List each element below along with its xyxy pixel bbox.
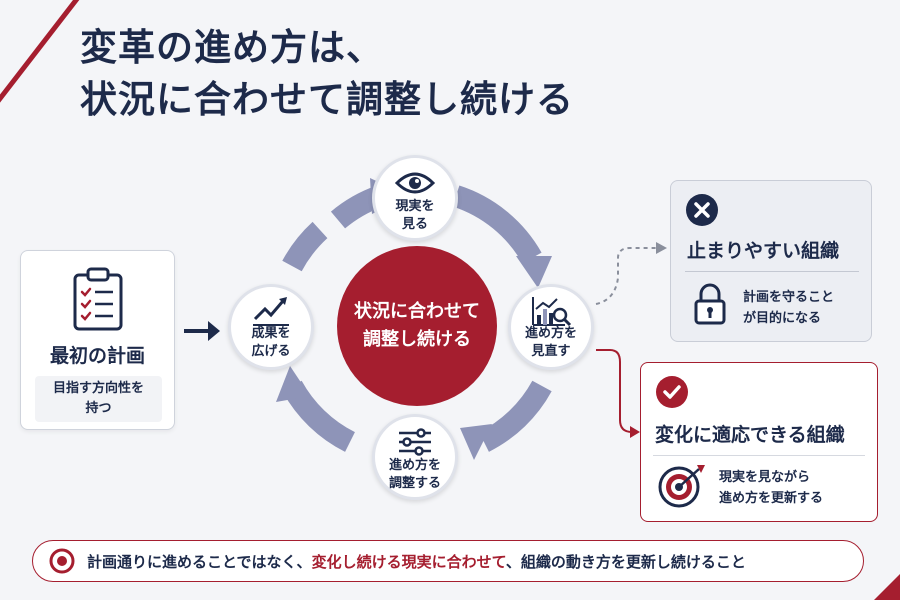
center-circle: 状況に合わせて 調整し続ける bbox=[337, 246, 497, 406]
initial-plan-heading: 最初の計画 bbox=[49, 345, 145, 367]
clipboard-checklist-icon bbox=[71, 267, 125, 335]
node-left-line-1: 成果を bbox=[251, 326, 291, 341]
footer-text-part-1: 計画通りに進めることではなく、 bbox=[87, 552, 312, 571]
initial-plan-description: 目指す方向性を 持つ bbox=[35, 376, 162, 422]
page-title: 変革の進め方は、 状況に合わせて調整し続ける bbox=[80, 22, 574, 126]
sliders-icon bbox=[395, 427, 435, 457]
stuck-organization-description-line-2: が目的になる bbox=[743, 311, 822, 326]
trend-chart-icon bbox=[249, 295, 293, 326]
footer-summary: 計画通りに進めることではなく、変化し続ける現実に合わせて、組織の動き方を更新し続… bbox=[32, 540, 864, 582]
adaptive-organization-divider bbox=[653, 455, 865, 456]
stuck-organization-description: 計画を守ること が目的になる bbox=[743, 287, 834, 329]
node-right-line-2: 見直す bbox=[531, 344, 571, 359]
x-circle-icon bbox=[685, 193, 719, 231]
node-top-line-1: 現実を bbox=[395, 199, 435, 214]
node-bottom-line-2: 調整する bbox=[388, 476, 441, 491]
stuck-organization-heading: 止まりやすい組織 bbox=[687, 240, 840, 262]
cycle-node-review-approach: 進め方を 見直す bbox=[508, 284, 594, 370]
cycle-node-expand-results: 成果を 広げる bbox=[228, 284, 314, 370]
initial-plan-description-line-1: 目指す方向性を bbox=[52, 381, 144, 396]
title-line-2: 状況に合わせて調整し続ける bbox=[80, 78, 574, 121]
node-right-line-1: 進め方を bbox=[524, 326, 577, 341]
lock-icon bbox=[693, 281, 727, 329]
node-top-line-2: 見る bbox=[401, 217, 428, 232]
footer-text: 計画通りに進めることではなく、変化し続ける現実に合わせて、組織の動き方を更新し続… bbox=[87, 551, 746, 572]
corner-accent-top-left bbox=[0, 0, 90, 110]
adaptive-organization-description: 現実を見ながら 進め方を更新する bbox=[719, 467, 823, 509]
chart-magnifier-icon bbox=[529, 295, 573, 327]
arrow-right-icon bbox=[182, 318, 222, 348]
footer-text-part-2: 、組織の動き方を更新し続けること bbox=[505, 552, 746, 571]
adaptive-organization-description-line-2: 進め方を更新する bbox=[719, 491, 824, 506]
check-circle-icon bbox=[655, 375, 689, 413]
node-bottom-line-1: 進め方を bbox=[388, 458, 441, 473]
initial-plan-description-line-2: 持つ bbox=[85, 401, 112, 416]
adaptive-organization-card: 変化に適応できる組織 現実を見ながら 進め方を更新する bbox=[640, 362, 878, 522]
target-arrow-icon bbox=[657, 463, 707, 513]
center-line-2: 調整し続ける bbox=[363, 329, 471, 350]
adaptive-organization-heading: 変化に適応できる組織 bbox=[655, 424, 845, 446]
stuck-organization-card: 止まりやすい組織 計画を守ること が目的になる bbox=[670, 180, 872, 342]
node-left-line-2: 広げる bbox=[251, 344, 291, 359]
cycle-arrows bbox=[276, 178, 552, 460]
footer-text-highlight: 変化し続ける現実に合わせて bbox=[311, 552, 506, 571]
stuck-organization-description-line-1: 計画を守ること bbox=[743, 290, 835, 305]
adaptive-organization-description-line-1: 現実を見ながら bbox=[719, 470, 811, 485]
initial-plan-card: 最初の計画 目指す方向性を 持つ bbox=[20, 250, 175, 430]
cycle-node-adjust-approach: 進め方を 調整する bbox=[372, 414, 458, 500]
eye-icon bbox=[394, 168, 436, 198]
stuck-organization-divider bbox=[685, 271, 859, 272]
corner-accent-bottom-right bbox=[860, 560, 900, 600]
center-line-1: 状況に合わせて bbox=[354, 301, 480, 322]
title-line-1: 変革の進め方は、 bbox=[80, 26, 384, 69]
target-icon bbox=[49, 548, 75, 574]
cycle-node-see-reality: 現実を 見る bbox=[372, 155, 458, 241]
